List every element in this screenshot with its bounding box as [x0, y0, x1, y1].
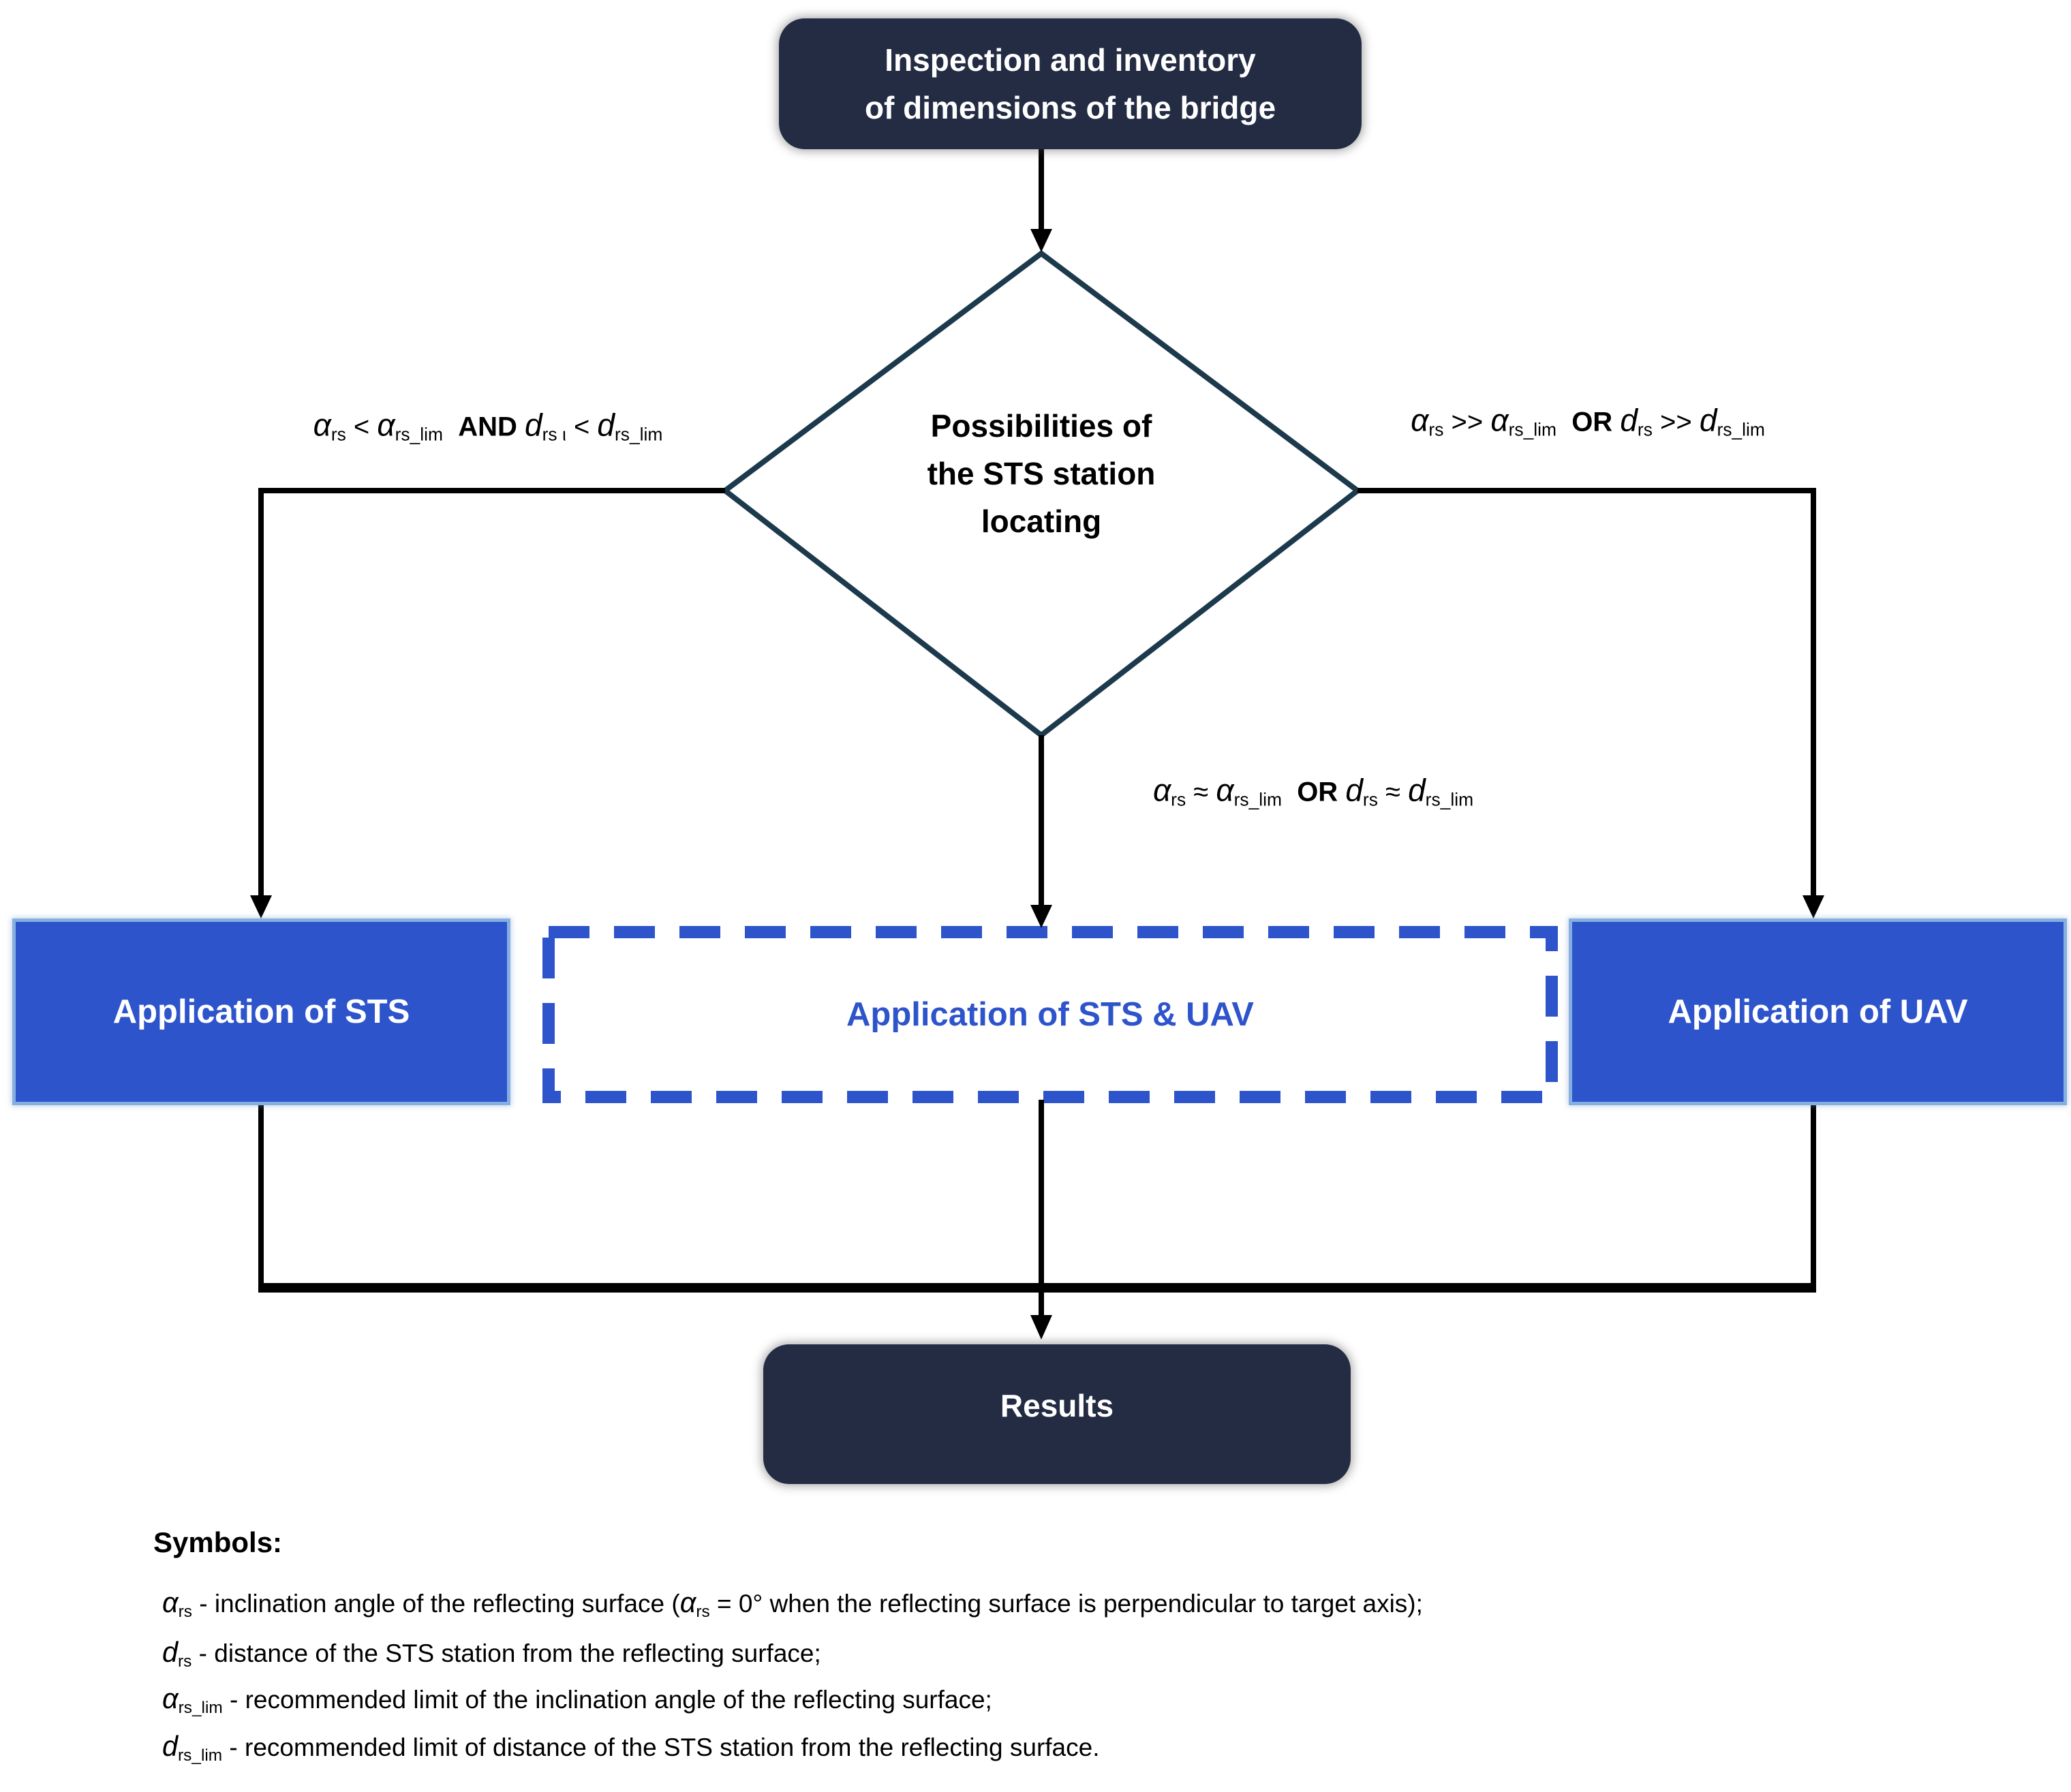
text-segment: AND	[458, 412, 517, 442]
text-segment: <	[566, 412, 598, 442]
text-segment: d	[1408, 772, 1426, 808]
text-segment: ≈	[1377, 777, 1409, 807]
text-segment: rs_lim	[395, 424, 444, 445]
arrowhead-merge-to-results	[1030, 1315, 1052, 1340]
text-segment: α	[162, 1586, 179, 1618]
text-segment: d	[1699, 402, 1717, 438]
condition-middle-label: αrs ≈ αrs_lim OR drs ≈ drs_lim	[1153, 771, 1473, 810]
node-start: Inspection and inventory of dimensions o…	[779, 18, 1362, 149]
arrowhead-decision-to-sts-uav	[1030, 905, 1052, 928]
node-start-line2: of dimensions of the bridge	[864, 90, 1276, 125]
decision-line3: locating	[981, 504, 1102, 539]
node-results: Results	[763, 1344, 1351, 1484]
text-segment	[1556, 407, 1571, 437]
arrowhead-decision-to-sts	[250, 895, 272, 918]
text-segment: rs_lim	[1508, 419, 1556, 440]
node-application-uav: Application of UAV	[1569, 918, 2067, 1105]
text-segment: rs_lim	[1233, 789, 1282, 810]
text-segment: - inclination angle of the reflecting su…	[191, 1590, 680, 1618]
text-segment: d	[162, 1730, 179, 1762]
results-label: Results	[1000, 1387, 1114, 1423]
text-segment: α	[162, 1682, 179, 1714]
arrow-decision-to-sts	[258, 488, 725, 897]
text-segment: α	[1490, 402, 1509, 438]
text-segment: >>	[1443, 407, 1491, 437]
text-segment: d	[525, 407, 542, 443]
node-start-line1: Inspection and inventory	[885, 42, 1256, 78]
application-sts-label: Application of STS	[112, 993, 410, 1030]
text-segment: d	[597, 407, 615, 443]
text-segment: rs	[178, 1652, 192, 1671]
text-segment: >>	[1652, 407, 1700, 437]
text-segment: d	[1620, 402, 1638, 438]
text-segment	[443, 412, 458, 442]
legend-item-drs: drs - distance of the STS station from t…	[162, 1635, 821, 1680]
text-segment: rs	[1171, 789, 1186, 810]
application-uav-label: Application of UAV	[1668, 993, 1968, 1030]
text-segment	[1338, 777, 1345, 807]
condition-left-label: αrs < αrs_lim AND drs ι < drs_lim	[313, 406, 663, 445]
text-segment: d	[1345, 772, 1363, 808]
text-segment	[1282, 777, 1297, 807]
decision-line1: Possibilities of	[930, 408, 1152, 444]
text-segment: rs ι	[542, 424, 566, 445]
arrow-decision-to-uav	[1357, 488, 1816, 897]
text-segment: OR	[1571, 407, 1613, 437]
node-application-sts: Application of STS	[12, 918, 510, 1105]
text-segment	[1612, 407, 1620, 437]
text-segment: OR	[1297, 777, 1338, 807]
text-segment: rs	[696, 1602, 710, 1621]
text-segment: rs	[1428, 419, 1444, 440]
text-segment: α	[377, 407, 395, 443]
legend-item-ars: αrs - inclination angle of the reflectin…	[162, 1585, 1423, 1630]
application-sts-uav-dashed-border	[542, 926, 1558, 1103]
legend-item-ars-lim: αrs_lim - recommended limit of the incli…	[162, 1681, 992, 1726]
legend-item-drs-lim: drs_lim - recommended limit of distance …	[162, 1729, 1099, 1774]
text-segment: rs_lim	[178, 1746, 223, 1765]
legend-heading: Symbols:	[153, 1526, 283, 1558]
node-application-sts-uav: Application of STS & UAV	[846, 996, 1254, 1033]
text-segment: rs_lim	[1717, 419, 1765, 440]
text-segment: α	[1411, 402, 1429, 438]
text-segment: d	[162, 1636, 179, 1668]
text-segment: rs_lim	[615, 424, 663, 445]
decision-line2: the STS station	[927, 456, 1156, 491]
text-segment: rs_lim	[1425, 789, 1474, 810]
text-segment: ≈	[1186, 777, 1216, 807]
node-decision-label: Possibilities of the STS station locatin…	[837, 402, 1246, 545]
text-segment: <	[346, 412, 378, 442]
text-segment: α	[313, 407, 331, 443]
text-segment: rs_lim	[178, 1698, 223, 1717]
text-segment: α	[679, 1586, 696, 1618]
arrowhead-decision-to-uav	[1802, 895, 1824, 918]
text-segment: rs	[178, 1602, 192, 1621]
text-segment: - recommended limit of the inclination a…	[222, 1686, 992, 1714]
condition-right-label: αrs >> αrs_lim OR drs >> drs_lim	[1411, 401, 1765, 440]
text-segment: = 0° when the reflecting surface is perp…	[709, 1590, 1423, 1618]
text-segment: α	[1216, 772, 1234, 808]
text-segment	[517, 412, 525, 442]
text-segment: - recommended limit of distance of the S…	[222, 1733, 1100, 1761]
text-segment: rs	[331, 424, 346, 445]
text-segment: α	[1152, 772, 1171, 808]
text-segment: - distance of the STS station from the r…	[191, 1639, 821, 1667]
text-segment: rs	[1637, 419, 1653, 440]
arrowhead-start-to-decision	[1030, 229, 1052, 252]
text-segment: rs	[1362, 789, 1378, 810]
